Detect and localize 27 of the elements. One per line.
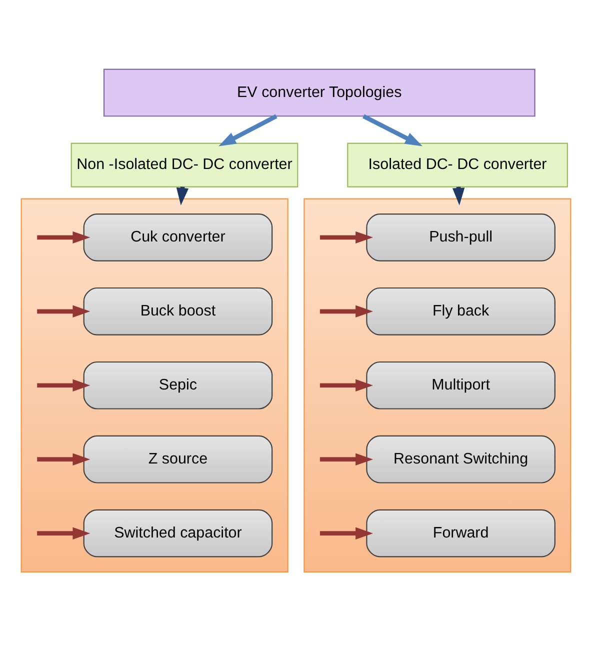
arrow — [37, 231, 90, 244]
cluster — [304, 198, 572, 572]
arrow — [362, 114, 423, 146]
arrow — [320, 527, 374, 540]
node-box: Fly back — [366, 287, 556, 336]
arrow — [218, 114, 278, 146]
arrow — [37, 305, 90, 318]
arrow — [320, 379, 374, 392]
arrow — [37, 379, 90, 392]
node-box: Forward — [366, 509, 556, 558]
node-box: Multiport — [366, 361, 556, 410]
node-box: EV converter Topologies — [103, 68, 536, 117]
node-box: Switched capacitor — [83, 509, 273, 558]
node-box: Buck boost — [83, 287, 273, 336]
arrow — [320, 231, 374, 244]
node-box: Z source — [83, 435, 273, 484]
node-box: Sepic — [83, 361, 273, 410]
arrow — [37, 453, 90, 466]
node-box: Non -Isolated DC- DC converter — [70, 142, 298, 188]
cluster — [20, 198, 288, 572]
node-box: Cuk converter — [83, 214, 273, 262]
arrow — [320, 305, 374, 318]
arrow — [37, 527, 90, 540]
node-box: Isolated DC- DC converter — [347, 142, 568, 188]
arrow — [320, 453, 374, 466]
node-box: Resonant Switching — [366, 435, 556, 484]
node-box: Push-pull — [366, 214, 556, 262]
